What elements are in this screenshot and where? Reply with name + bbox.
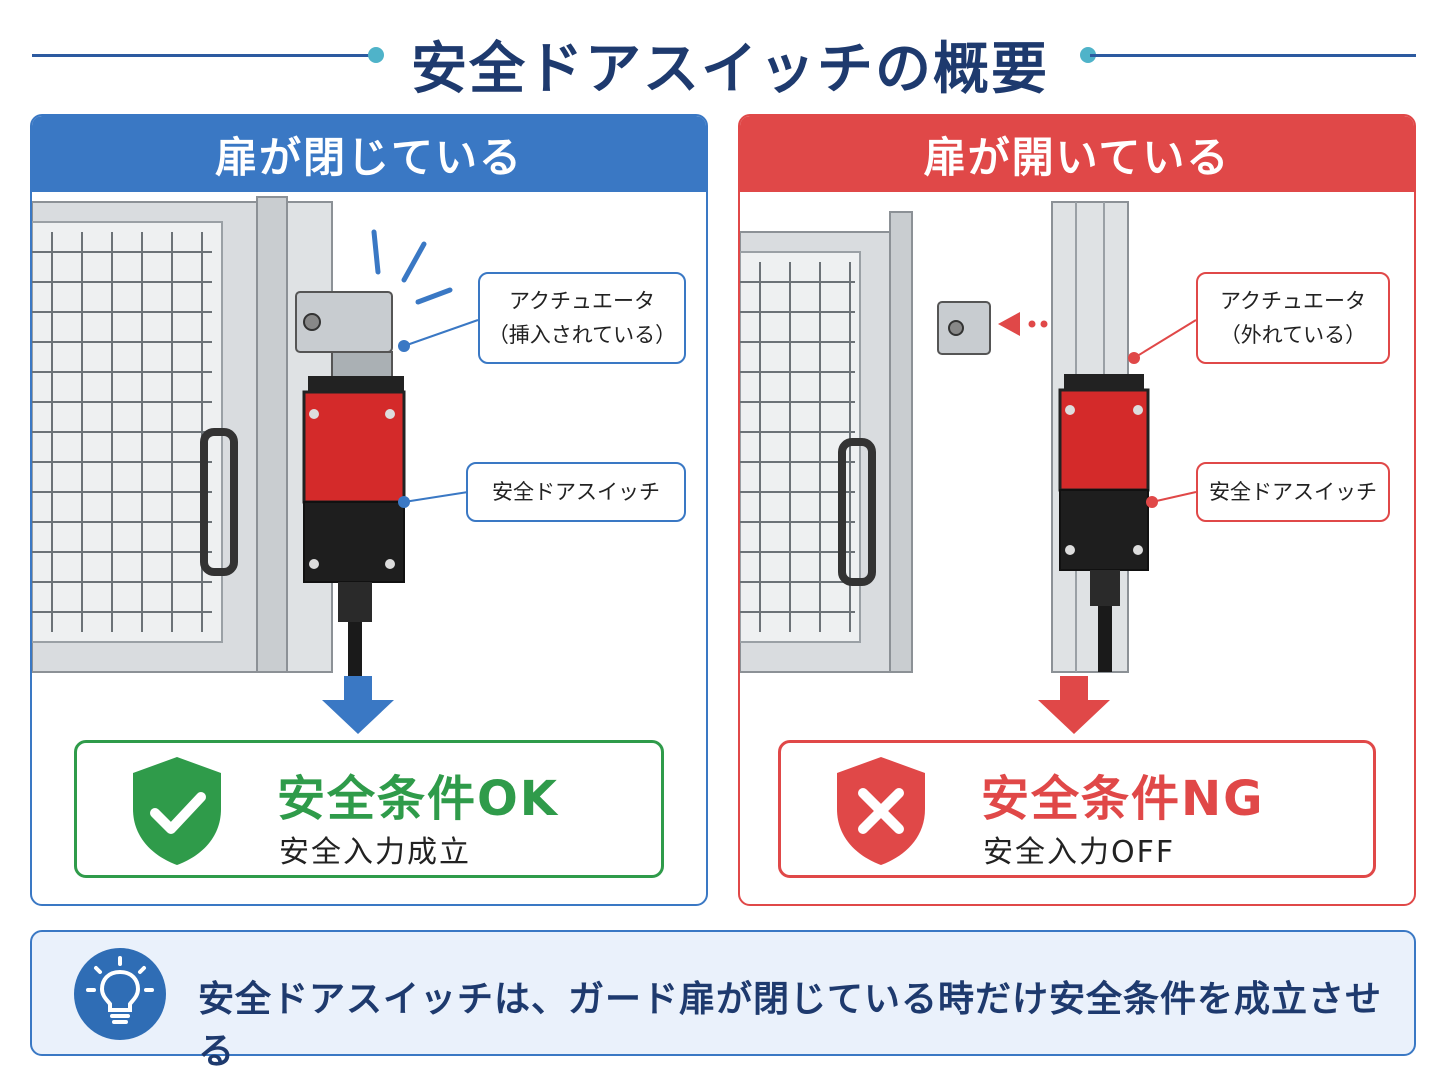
lightbulb-icon (74, 948, 166, 1040)
cross-shield-icon (837, 757, 925, 865)
title-line-left (32, 54, 372, 57)
arrow-down-icon (1038, 676, 1110, 734)
title-row: 安全ドアスイッチの概要 (0, 18, 1448, 102)
safety-switch (302, 376, 406, 682)
summary-text: 安全ドアスイッチは、ガード扉が閉じている時だけ安全条件を成立させる (198, 979, 1383, 1072)
door-frame-open (740, 211, 913, 673)
callout-switch-label: 安全ドアスイッチ (1209, 480, 1377, 504)
safety-switch-open (1058, 374, 1150, 672)
leader-lines-open (1133, 319, 1197, 503)
panel-door-open: 扉が開いている (738, 114, 1416, 906)
panel-door-closed: 扉が閉じている (30, 114, 708, 906)
title-dot-right (1080, 47, 1096, 63)
title-line-right (1090, 54, 1416, 57)
door-frame (32, 196, 333, 673)
door-closed-illustration (32, 196, 479, 682)
page-title: 安全ドアスイッチの概要 (411, 37, 1049, 102)
result-main-text: 安全条件NG (981, 771, 1265, 827)
callout-switch: 安全ドアスイッチ (466, 462, 686, 522)
actuator-removed (937, 301, 991, 355)
result-sub-text: 安全入力OFF (983, 835, 1176, 870)
check-shield-icon (133, 757, 221, 865)
summary-box: 安全ドアスイッチは、ガード扉が閉じている時だけ安全条件を成立させる (30, 930, 1416, 1072)
motion-lines (371, 229, 453, 305)
callout-switch-label: 安全ドアスイッチ (492, 480, 660, 504)
result-main-text: 安全条件OK (277, 771, 560, 827)
callout-actuator-state: （外れている） (1219, 323, 1367, 347)
result-box-ng: 安全条件NG 安全入力OFF (778, 740, 1376, 878)
actuator-inserted (295, 291, 393, 379)
result-sub-text: 安全入力成立 (279, 835, 471, 870)
callout-actuator-state: （挿入されている） (487, 323, 677, 347)
callout-actuator: アクチュエータ （挿入されている） (478, 272, 686, 364)
callout-switch-open: 安全ドアスイッチ (1196, 462, 1390, 522)
result-box-ok: 安全条件OK 安全入力成立 (74, 740, 664, 878)
panel-header-closed: 扉が閉じている (32, 116, 706, 192)
callout-actuator-open: アクチュエータ （外れている） (1196, 272, 1390, 364)
panel-header-open: 扉が開いている (740, 116, 1414, 192)
callout-actuator-label: アクチュエータ (509, 289, 655, 313)
title-dot-left (368, 47, 384, 63)
callout-actuator-label: アクチュエータ (1220, 289, 1366, 313)
leader-lines (403, 319, 479, 503)
door-open-illustration (740, 201, 1197, 673)
arrow-down-icon (322, 676, 394, 734)
